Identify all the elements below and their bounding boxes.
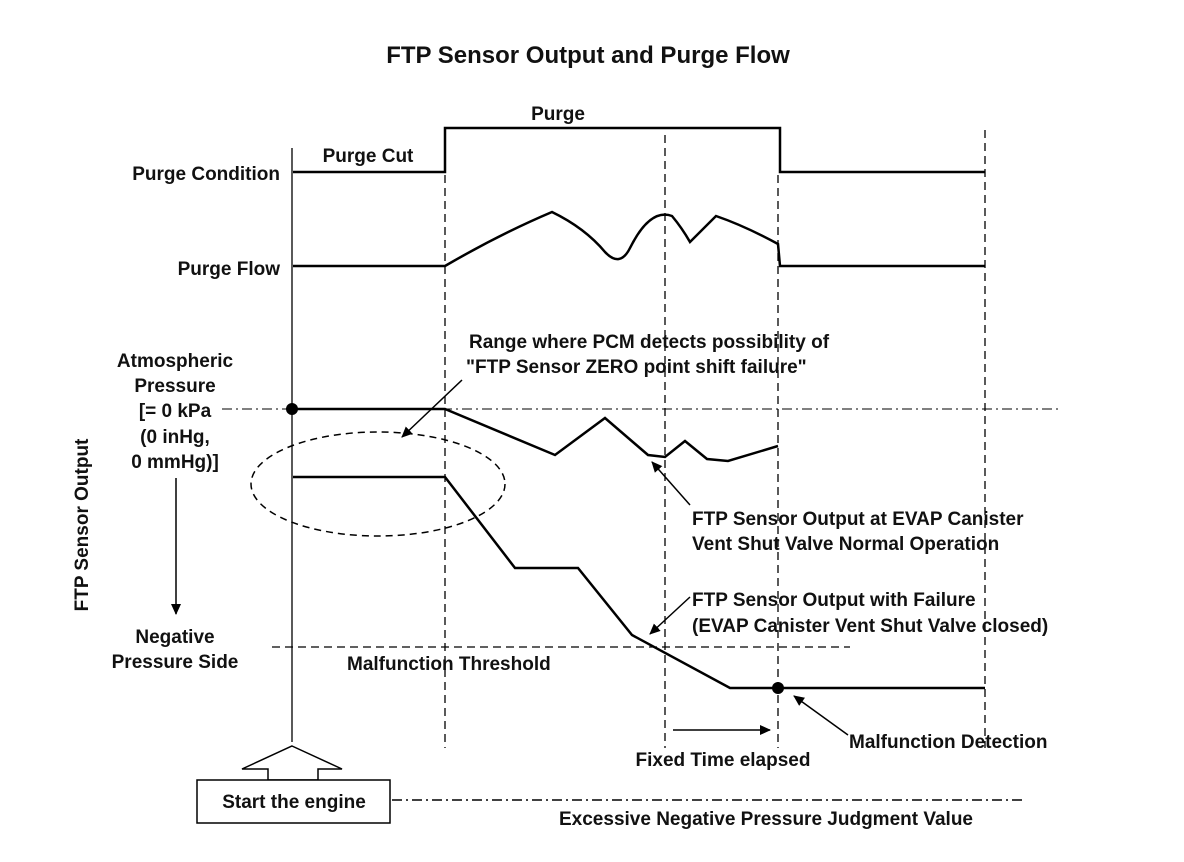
- atmospheric-line-3: [= 0 kPa: [139, 401, 212, 422]
- failure-line-2: (EVAP Canister Vent Shut Valve closed): [692, 616, 1048, 637]
- purge-condition-signal: [293, 126, 985, 174]
- atmospheric-line-4: (0 inHg,: [140, 427, 210, 448]
- negative-line-2: Pressure Side: [112, 652, 239, 673]
- detection-arrow: [793, 695, 849, 736]
- atmospheric-line-5: 0 mmHg)]: [131, 452, 219, 473]
- purge-flow-label: Purge Flow: [178, 259, 281, 280]
- excessive-negative-label: Excessive Negative Pressure Judgment Val…: [559, 809, 973, 830]
- atmospheric-line-1: Atmospheric: [117, 351, 234, 372]
- malfunction-detection-label: Malfunction Detection: [849, 732, 1047, 753]
- atmospheric-pressure-label: Atmospheric Pressure [= 0 kPa (0 inHg, 0…: [117, 351, 234, 473]
- diagram-title: FTP Sensor Output and Purge Flow: [386, 42, 790, 69]
- y-axis-label: FTP Sensor Output: [72, 438, 93, 611]
- atmospheric-line-2: Pressure: [134, 376, 215, 397]
- negative-line-1: Negative: [135, 627, 214, 648]
- range-note-line-1: Range where PCM detects possibility of: [469, 332, 830, 353]
- start-engine-label: Start the engine: [222, 792, 366, 813]
- range-note-line-2: "FTP Sensor ZERO point shift failure": [466, 357, 807, 378]
- failure-output-line: [293, 475, 985, 690]
- purge-label: Purge: [531, 104, 585, 125]
- start-engine-box: [196, 779, 391, 824]
- failure-line-1: FTP Sensor Output with Failure: [692, 590, 976, 611]
- malfunction-detection-point: [772, 682, 784, 694]
- normal-operation-line-1: FTP Sensor Output at EVAP Canister: [692, 509, 1024, 530]
- fixed-time-label: Fixed Time elapsed: [636, 750, 811, 771]
- purge-flow-signal: [293, 210, 985, 268]
- failure-arrow: [649, 596, 691, 635]
- range-note-arrow: [401, 379, 463, 438]
- engine-start-pointer: [241, 745, 343, 781]
- purge-condition-label: Purge Condition: [132, 164, 280, 185]
- normal-operation-line-2: Vent Shut Valve Normal Operation: [692, 534, 999, 555]
- normal-operation-arrow: [651, 461, 691, 506]
- normal-operation-output-line: [293, 407, 779, 463]
- malfunction-threshold-label: Malfunction Threshold: [347, 654, 551, 675]
- callout-arrows: [401, 379, 849, 736]
- negative-pressure-label: Negative Pressure Side: [112, 627, 239, 673]
- atmospheric-start-point: [286, 403, 298, 415]
- zero-shift-detection-range: [250, 431, 506, 537]
- purge-cut-label: Purge Cut: [323, 146, 414, 167]
